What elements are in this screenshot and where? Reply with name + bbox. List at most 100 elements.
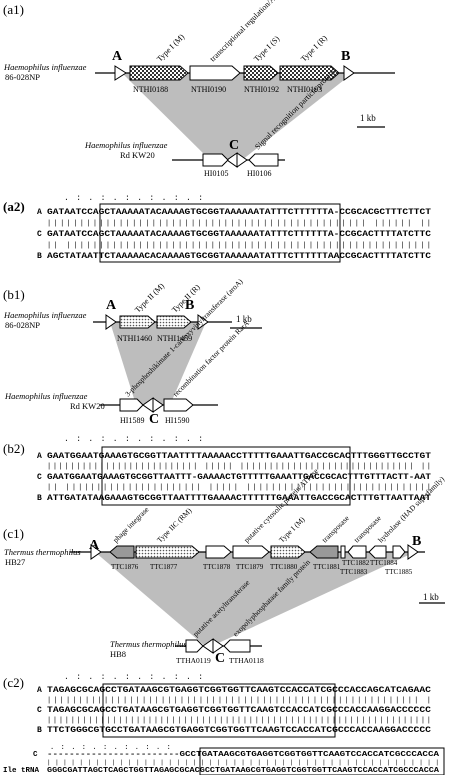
site-label-c: C — [149, 412, 159, 427]
gene-function: transposase — [320, 513, 351, 544]
match-bars: || |||||||||||||||||||||| ||||| ||||||||… — [47, 484, 431, 492]
position-ticks: . : . : . : . : . : . : — [64, 673, 204, 682]
seq-label: A — [37, 686, 42, 695]
match-bars: || |||||||||||||||||||||||||||||||||||||… — [47, 242, 431, 250]
gene-arrow-ttha0119 — [185, 639, 204, 653]
gene-arrow-hi1589 — [119, 398, 144, 412]
att-site-arrow-c — [226, 152, 248, 168]
gene-id: NTHI1460 — [117, 334, 152, 343]
gene-arrow-nthi0192 — [243, 65, 279, 81]
strain-name: Rd KW20 — [120, 150, 155, 160]
strain-name: HB27 — [5, 557, 25, 567]
panel-a2: (a2) . : . : . : . : . : . : A GATAATCCA… — [3, 194, 431, 263]
gene-arrow-ttc1877 — [135, 545, 200, 559]
gene-id: TTC1878 — [203, 563, 231, 571]
gene-id: TTC1876 — [111, 563, 139, 571]
panel-c1: (c1) A B C TTC1876 TTC1877 TTC1878 TTC18… — [3, 466, 446, 666]
gene-id: TTC1882 — [342, 559, 370, 567]
synteny-shade-c1 — [95, 552, 415, 646]
strain-name: 86-028NP — [5, 320, 40, 330]
gene-id: NTHI0193 — [287, 85, 322, 94]
gene-arrow-ttha0118 — [223, 639, 251, 653]
site-label-a: A — [106, 298, 117, 313]
att-site-arrow-c — [142, 397, 164, 413]
site-label-b: B — [412, 534, 421, 549]
panel-label-b1: (b1) — [3, 287, 25, 302]
gene-function: Type I (S) — [252, 34, 281, 63]
genome-name: Haemophilus influenzae — [3, 62, 87, 72]
gene-function: phage integrase — [111, 504, 151, 544]
gene-arrow-hi0105 — [202, 153, 229, 167]
site-label-c: C — [215, 651, 225, 666]
gene-id: TTC1881 — [313, 563, 341, 571]
match-bars: ||||||||||||||||||||||||||||||||||||||||… — [47, 717, 431, 725]
match-bars: |||||||||||||||||||||||||| ||||| |||||||… — [47, 463, 431, 471]
gene-arrow-ttc1880 — [270, 545, 306, 559]
panel-label-c1: (c1) — [3, 526, 24, 541]
gene-id: TTC1879 — [236, 563, 264, 571]
site-label-b: B — [185, 298, 194, 313]
genome-name: Thermus thermophilus — [110, 639, 187, 649]
gene-arrow-nthi0188 — [129, 65, 189, 81]
site-label-a: A — [89, 538, 100, 553]
position-ticks: . : . : . : . : . : . : — [50, 744, 172, 752]
gene-function: Type I (M) — [277, 515, 307, 545]
seq-label: C — [37, 473, 42, 482]
gene-function: Type I (R) — [299, 33, 329, 63]
gene-arrow-nthi0190 — [189, 65, 241, 81]
sequence-row: TAGAGCGCAGCCTGATAAGCGTGAGGTCGGTGGTTCAAGT… — [47, 686, 431, 695]
genome-name: Thermus thermophilus — [4, 547, 81, 557]
genome-name: Haemophilus influenzae — [3, 310, 87, 320]
gene-arrow-nthi1459 — [156, 315, 192, 329]
att-site-arrow-b — [407, 544, 419, 560]
seq-label: B — [37, 252, 42, 261]
gene-id: TTHA0119 — [176, 656, 211, 665]
sequence-row: GATAATCCAGCTAAAAATACAAAAGTGCGGTAAAAAATAT… — [47, 230, 431, 239]
site-label-b: B — [341, 49, 350, 64]
conserved-box — [102, 683, 336, 738]
site-label-c: C — [229, 138, 239, 153]
scale-label: 1 kb — [360, 113, 376, 123]
seq-label: B — [37, 726, 42, 735]
gene-id: HI1589 — [120, 416, 144, 425]
panel-label-a1: (a1) — [3, 2, 24, 17]
gene-arrow-ttc1879 — [232, 545, 270, 559]
conserved-box — [99, 203, 341, 263]
site-label-a: A — [112, 49, 123, 64]
panel-b2: (b2) . : . : . : . : . : . : A GAATGGAAT… — [3, 435, 431, 506]
genome-name: Haemophilus influenzae — [4, 391, 88, 401]
gene-arrow-nthi0193 — [279, 65, 340, 81]
position-ticks: . : . : . : . : . : . : — [64, 194, 204, 203]
synteny-shade-a1 — [122, 73, 353, 160]
gene-id: NTHI1459 — [157, 334, 192, 343]
panel-c2: (c2) . : . : . : . : . : . : A TAGAGCGCA… — [3, 673, 445, 775]
att-site-arrow-a — [90, 544, 102, 560]
seq-label: Ile tRNA — [3, 767, 40, 775]
gene-arrow-ttc1883 — [347, 545, 367, 559]
scale-label: 1 kb — [236, 314, 252, 324]
gene-id: TTC1877 — [150, 563, 178, 571]
seq-label: C — [33, 751, 38, 759]
seq-label: A — [37, 208, 42, 217]
scale-label: 1 kb — [423, 592, 439, 602]
synteny-shade-b1 — [110, 322, 206, 405]
panel-label-b2: (b2) — [3, 441, 25, 456]
gene-arrow-ttc1881 — [309, 545, 339, 559]
att-site-arrow-a — [114, 65, 127, 81]
sequence-row: TAGAGCGCAGCCTGATAAGCGTGAGGTCGGTGGTTCAAGT… — [47, 706, 431, 715]
sequence-row: ------------------------GCCTGATAAGCGTGAG… — [47, 751, 440, 759]
strain-name: HB8 — [110, 649, 126, 659]
match-bars: ||||||||||||||||||||||||||||||||||||||||… — [47, 759, 439, 766]
sequence-row: GAATGGAATGAAAGTGCGGTTAATTTTAAAAACCTTTTTG… — [47, 452, 431, 461]
att-site-arrow-c — [202, 638, 224, 654]
strain-name: Rd KW20 — [70, 401, 105, 411]
gene-id: TTC1885 — [385, 568, 413, 576]
sequence-row: GAATGGAATGAAAGTGCGGTTAATTT-GAAAACTGTTTTT… — [47, 473, 431, 482]
panel-b1: (b1) A B C NTHI1460 NTHI1459 Type II (M)… — [3, 277, 262, 427]
gene-id: NTHI0188 — [133, 85, 168, 94]
gene-arrow-nthi1460 — [119, 315, 156, 329]
gene-id: TTC1883 — [340, 568, 368, 576]
sequence-row: AGCTATAATTCTAAAAACACAAAAGTGCGGTAAAAAATAT… — [47, 252, 431, 261]
att-site-arrow-b — [197, 314, 209, 330]
conserved-box — [101, 446, 351, 506]
